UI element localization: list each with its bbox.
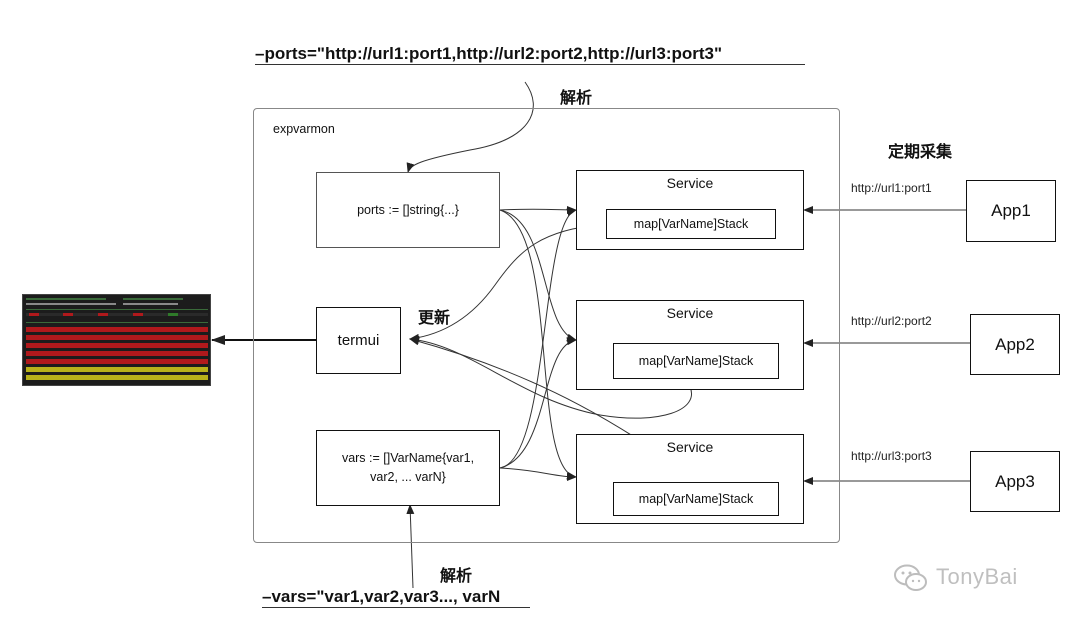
watermark-text: TonyBai bbox=[936, 564, 1018, 589]
vars-flag-command: –vars="var1,var2,var3..., varN bbox=[262, 587, 530, 608]
ports-flag-command: –ports="http://url1:port1,http://url2:po… bbox=[255, 44, 805, 65]
service-box-3: Service map[VarName]Stack bbox=[576, 434, 804, 524]
parse-ports-arrow bbox=[406, 81, 534, 173]
service-title: Service bbox=[666, 439, 714, 455]
terminal-screenshot bbox=[22, 294, 211, 386]
update-label: 更新 bbox=[418, 308, 451, 327]
service-title: Service bbox=[666, 305, 714, 321]
app-box-1: App1 bbox=[966, 180, 1056, 242]
url-label-1: http://url1:port1 bbox=[851, 181, 932, 195]
stack-map-box: map[VarName]Stack bbox=[613, 343, 779, 379]
service-title: Service bbox=[666, 175, 714, 191]
stack-map-box: map[VarName]Stack bbox=[606, 209, 776, 239]
app-box-2: App2 bbox=[970, 314, 1060, 375]
expvarmon-frame bbox=[253, 108, 840, 543]
expvarmon-label: expvarmon bbox=[273, 122, 335, 136]
ports-box: ports := []string{...} bbox=[316, 172, 500, 248]
vars-line-1: vars := []VarName{var1, bbox=[341, 451, 475, 465]
wechat-icon bbox=[893, 563, 929, 598]
termui-box: termui bbox=[316, 307, 401, 374]
service-box-1: Service map[VarName]Stack bbox=[576, 170, 804, 250]
url-label-3: http://url3:port3 bbox=[851, 449, 932, 463]
parse-vars-arrow bbox=[406, 504, 415, 589]
parse-label-top: 解析 bbox=[560, 88, 593, 107]
app-box-3: App3 bbox=[970, 451, 1060, 512]
vars-box: vars := []VarName{var1, var2, ... varN} bbox=[316, 430, 500, 506]
parse-label-bottom: 解析 bbox=[440, 566, 473, 585]
vars-line-2: var2, ... varN} bbox=[370, 470, 446, 484]
service-box-2: Service map[VarName]Stack bbox=[576, 300, 804, 390]
stack-map-box: map[VarName]Stack bbox=[613, 482, 779, 516]
collect-label: 定期采集 bbox=[888, 142, 953, 161]
url-label-2: http://url2:port2 bbox=[851, 314, 932, 328]
